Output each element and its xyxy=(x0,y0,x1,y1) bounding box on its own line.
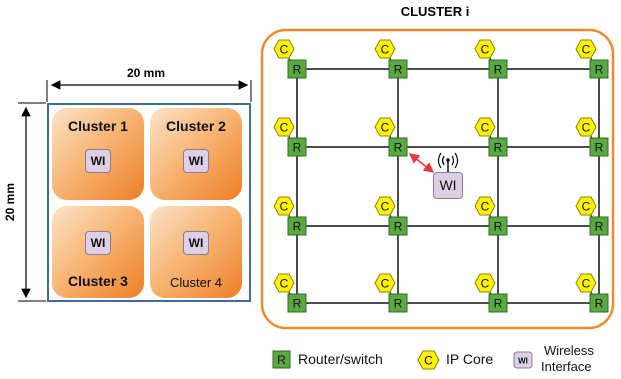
router-glyph: R xyxy=(494,220,503,234)
router-icon xyxy=(388,216,408,236)
router-glyph: R xyxy=(494,63,503,77)
width-dimension-label: 20 mm xyxy=(127,66,166,80)
ip-core-icon xyxy=(273,117,295,137)
ip-core-glyph: C xyxy=(481,277,490,291)
router-glyph: R xyxy=(595,141,604,155)
router-icon xyxy=(388,59,408,79)
router-icon xyxy=(388,137,408,157)
legend-wireless-label-line2: Interface xyxy=(541,359,592,374)
legend-core-label: IP Core xyxy=(446,351,494,367)
ip-core-icon xyxy=(474,273,496,293)
router-glyph: R xyxy=(595,63,604,77)
router-glyph: R xyxy=(494,141,503,155)
router-icon xyxy=(488,216,508,236)
ip-core-icon xyxy=(575,196,597,216)
ip-core-icon xyxy=(374,39,396,59)
ip-core-glyph: C xyxy=(280,43,289,57)
legend-router-glyph: R xyxy=(277,353,286,367)
router-glyph: R xyxy=(595,220,604,234)
cluster-4-label: Cluster 4 xyxy=(169,275,223,290)
ip-core-icon xyxy=(273,39,295,59)
chip-die: Cluster 1 WI Cluster 2 WI WI Cluster 3 W… xyxy=(47,103,251,302)
ip-core-glyph: C xyxy=(582,200,591,214)
ip-core-glyph: C xyxy=(280,200,289,214)
cluster-3-label: Cluster 3 xyxy=(68,273,128,289)
ip-core-glyph: C xyxy=(280,277,289,291)
cluster-3: WI Cluster 3 xyxy=(52,206,144,298)
ip-core-icon xyxy=(374,273,396,293)
legend-wi-icon xyxy=(513,351,533,369)
legend-core-glyph: C xyxy=(424,354,433,368)
wireless-link-arrow xyxy=(408,153,435,173)
ip-core-icon xyxy=(374,117,396,137)
router-glyph: R xyxy=(293,63,302,77)
ip-core-glyph: C xyxy=(582,277,591,291)
router-glyph: R xyxy=(394,141,403,155)
cluster-1: Cluster 1 WI xyxy=(52,108,144,200)
cluster-1-label: Cluster 1 xyxy=(68,118,128,134)
ip-core-icon xyxy=(374,196,396,216)
ip-core-glyph: C xyxy=(481,43,490,57)
legend-core-icon xyxy=(417,350,440,370)
cluster-2-label: Cluster 2 xyxy=(166,118,226,134)
legend-router-icon xyxy=(272,350,291,369)
ip-core-icon xyxy=(474,117,496,137)
router-icon xyxy=(589,59,609,79)
cluster-2-wi-icon: WI xyxy=(183,149,209,173)
legend-router-label: Router/switch xyxy=(298,351,383,367)
ip-core-icon xyxy=(474,39,496,59)
router-icon xyxy=(287,59,307,79)
legend-wi-glyph: WI xyxy=(518,357,528,366)
ip-core-icon xyxy=(474,196,496,216)
router-icon xyxy=(488,137,508,157)
ip-core-glyph: C xyxy=(381,277,390,291)
ip-core-glyph: C xyxy=(481,200,490,214)
router-icon xyxy=(388,293,408,313)
cluster-detail-title: CLUSTER i xyxy=(400,4,470,19)
ip-core-glyph: C xyxy=(381,200,390,214)
ip-core-glyph: C xyxy=(280,121,289,135)
router-glyph: R xyxy=(394,63,403,77)
router-icon xyxy=(488,293,508,313)
router-icon xyxy=(589,216,609,236)
router-glyph: R xyxy=(293,141,302,155)
router-glyph: R xyxy=(293,220,302,234)
router-icon xyxy=(287,137,307,157)
router-glyph: R xyxy=(394,220,403,234)
router-glyph: R xyxy=(293,297,302,311)
cluster-2: Cluster 2 WI xyxy=(150,108,242,200)
ip-core-glyph: C xyxy=(582,121,591,135)
ip-core-icon xyxy=(575,39,597,59)
router-glyph: R xyxy=(494,297,503,311)
router-icon xyxy=(287,293,307,313)
cluster-4-wi-icon: WI xyxy=(183,231,209,255)
router-icon xyxy=(488,59,508,79)
ip-core-icon xyxy=(575,273,597,293)
ip-core-glyph: C xyxy=(582,43,591,57)
ip-core-icon xyxy=(273,196,295,216)
router-icon xyxy=(589,137,609,157)
legend-wireless-label-line1: Wireless xyxy=(544,343,594,358)
ip-core-glyph: C xyxy=(381,121,390,135)
ip-core-glyph: C xyxy=(481,121,490,135)
cluster-wi-node: WI xyxy=(433,172,463,199)
ip-core-icon xyxy=(575,117,597,137)
cluster-1-wi-icon: WI xyxy=(85,149,111,173)
router-glyph: R xyxy=(595,297,604,311)
ip-core-icon xyxy=(273,273,295,293)
router-icon xyxy=(287,216,307,236)
antenna-icon xyxy=(437,152,459,175)
cluster-4: WI Cluster 4 xyxy=(150,206,242,298)
router-glyph: R xyxy=(394,297,403,311)
router-icon xyxy=(589,293,609,313)
ip-core-glyph: C xyxy=(381,43,390,57)
cluster-3-wi-icon: WI xyxy=(85,231,111,255)
